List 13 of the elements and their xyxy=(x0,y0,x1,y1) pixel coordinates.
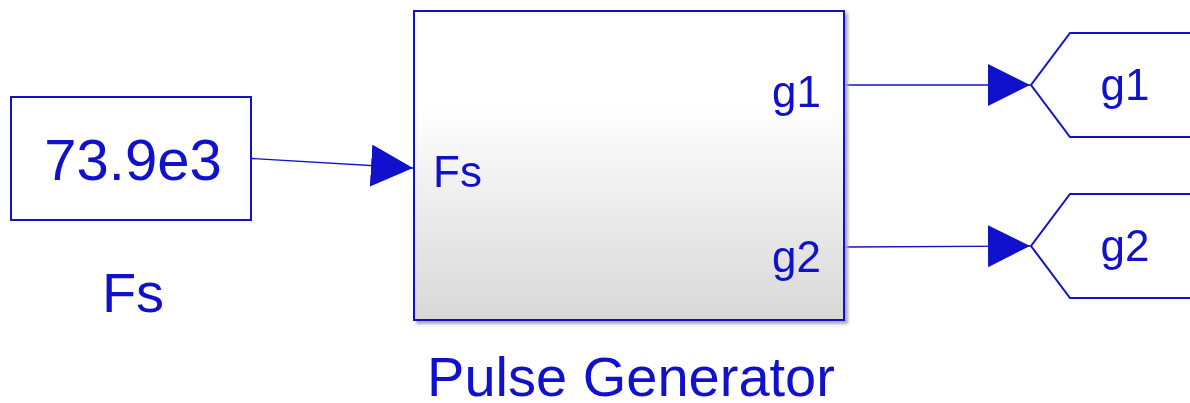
block-title: Pulse Generator xyxy=(427,349,835,403)
signal-arrow xyxy=(844,64,1031,106)
goto-tag xyxy=(1030,32,1190,138)
port-label: g2 xyxy=(772,235,821,279)
port-label: Fs xyxy=(433,150,482,194)
port-label: g1 xyxy=(772,70,821,114)
tag-label: g2 xyxy=(1100,224,1150,268)
value-text: 73.9e3 xyxy=(44,131,222,189)
block-name: Fs xyxy=(101,265,165,321)
goto-tag xyxy=(1030,193,1190,299)
tag-label: g1 xyxy=(1100,63,1150,107)
signal-arrow xyxy=(251,144,414,187)
signal-arrow xyxy=(844,225,1031,268)
